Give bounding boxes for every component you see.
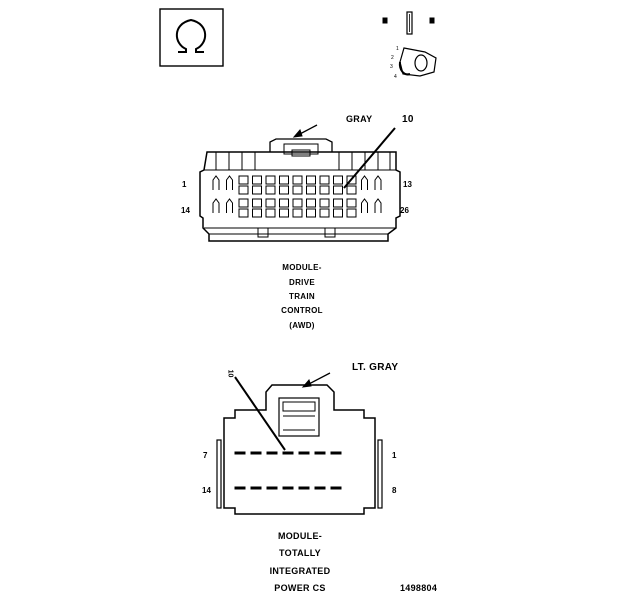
connector1-cavity [238,198,249,208]
svg-text:4: 4 [394,74,397,80]
connector1-cavity [346,175,357,185]
connector2-terminal [234,486,246,490]
connector1-terminal [212,175,220,190]
connector1-cavity [346,198,357,208]
connector1-cavity [306,198,316,208]
connector2-callout-pin: 10 [226,369,234,378]
connector1-cavity [238,175,249,185]
connector1-cavity [333,208,343,218]
connector1-cavity [265,198,276,208]
connector2-terminal [330,486,342,490]
connector2-terminal [330,451,342,455]
connector1-pin-top-left: 1 [182,180,187,189]
omega-shape-icon [159,8,224,67]
connector1-terminal [374,198,382,213]
connector1-cavity [238,185,249,195]
connector2-terminal [266,486,278,490]
connector1-pin-top-right: 13 [403,180,412,189]
harness-connector-icon: 1 2 3 4 [382,11,437,80]
connector2-pin-top-left: 7 [203,451,208,460]
connector1-terminal [361,175,368,190]
connector1-caption-line5: (AWD) [289,321,315,330]
connector1-cavity [306,208,316,218]
svg-text:2: 2 [391,55,394,61]
connector1-caption-line2: DRIVE [289,278,315,287]
connector2-terminal [250,486,262,490]
connector1-cavity [333,175,343,185]
connector1-cavity [306,185,316,195]
connector1-cavity [265,175,276,185]
connector2-terminal [298,451,310,455]
connector1-cavity [265,208,276,218]
connector1-cavity [292,185,303,195]
connector1-pin-bottom-left: 14 [181,206,190,215]
connector1-cavity [279,175,289,185]
connector1-caption-line1: MODULE- [282,263,322,272]
connector2-terminal [234,451,246,455]
connector2-terminal [250,451,262,455]
connector2-terminal [282,486,294,490]
connector1-terminal [361,198,368,213]
connector1-terminal [226,198,233,213]
connector1-cavity [292,198,303,208]
connector1-cavity [252,185,262,195]
connector2-caption-line2: TOTALLY [279,548,321,558]
connector1-cavity [319,198,330,208]
connector1-pin-bottom-right: 26 [400,206,409,215]
connector2-pin-bottom-right: 8 [392,486,397,495]
connector1-cavity [292,208,303,218]
connector1-color-label: GRAY [346,114,373,124]
connector2-caption-line3: INTEGRATED [269,566,331,576]
connector2-caption-line1: MODULE- [277,531,323,541]
connector1-cavity [319,175,330,185]
connector-totally-integrated-power [216,372,383,515]
connector2-terminal [282,451,294,455]
connector1-terminal [226,175,233,190]
connector1-cavity [279,208,289,218]
svg-text:3: 3 [390,64,393,70]
connector1-cavity [319,208,330,218]
connector1-terminal [212,198,220,213]
connector1-cavity [346,185,357,195]
connector1-cavity [265,185,276,195]
connector1-cavity [252,198,262,208]
connector2-caption-line4: POWER CS [274,583,326,593]
connector1-cavity [306,175,316,185]
connector-drive-train-control [199,124,401,242]
connector1-caption-line4: CONTROL [281,306,323,315]
connector1-cavity [279,198,289,208]
connector2-terminal [314,486,326,490]
connector1-cavity [252,208,262,218]
connector1-terminal [374,175,382,190]
connector1-cavity [333,198,343,208]
svg-text:1: 1 [396,46,399,52]
connector1-cavity [292,175,303,185]
connector2-terminal [314,451,326,455]
connector2-pin-top-right: 1 [392,451,397,460]
connector1-cavity [346,208,357,218]
connector2-terminal [266,451,278,455]
connector1-cavity [252,175,262,185]
connector2-pin-bottom-left: 14 [202,486,211,495]
connector2-color-label: LT. GRAY [352,362,399,373]
connector1-cavity [238,208,249,218]
connector1-cavity [333,185,343,195]
connector1-cavity [319,185,330,195]
connector2-terminal [298,486,310,490]
connector1-caption-line3: TRAIN [289,292,315,301]
connector1-callout-pin: 10 [402,114,414,125]
connector1-cavity [279,185,289,195]
figure-number: 1498804 [400,583,438,593]
